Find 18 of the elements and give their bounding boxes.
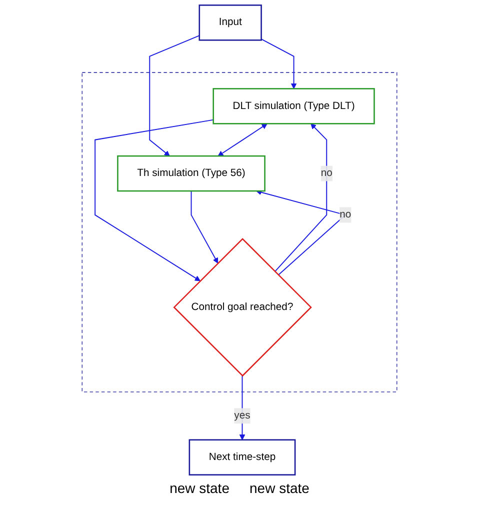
edge-label: no [340, 209, 352, 220]
note-text: new state [250, 480, 310, 496]
arrow [274, 123, 328, 272]
node-box: Th simulation (Type 56) [117, 155, 266, 192]
arrow [260, 38, 297, 89]
note-text: new state [170, 480, 230, 496]
node-box: Next time-step [188, 439, 296, 476]
arrow [149, 35, 200, 156]
arrow [94, 119, 214, 282]
node-diamond: Control goal reached? [173, 238, 312, 377]
arrow [218, 124, 268, 156]
edge-label: yes [234, 410, 250, 422]
arrow [190, 190, 218, 264]
edge-label: no [320, 168, 332, 179]
arrow [239, 375, 246, 440]
node-box: Input [198, 4, 262, 41]
node-box: DLT simulation (Type DLT) [212, 88, 375, 124]
cluster [82, 72, 398, 392]
